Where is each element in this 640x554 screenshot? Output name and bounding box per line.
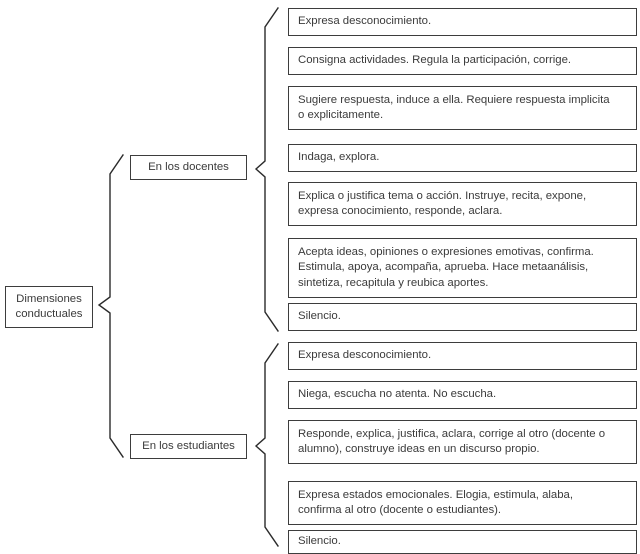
- leaf-docentes-1[interactable]: Expresa desconocimiento.: [288, 8, 637, 36]
- leaf-text: Expresa estados emocionales. Elogia, est…: [298, 488, 574, 516]
- leaf-estudiantes-5[interactable]: Silencio.: [288, 530, 637, 554]
- leaf-text: Indaga, explora.: [298, 151, 380, 164]
- leaf-docentes-2[interactable]: Consigna actividades. Regula la particip…: [288, 47, 637, 75]
- leaf-text: Consigna actividades. Regula la particip…: [298, 54, 572, 67]
- leaf-estudiantes-4[interactable]: Expresa estados emocionales. Elogia, est…: [288, 481, 637, 525]
- brace-root: [97, 154, 124, 458]
- leaf-estudiantes-1[interactable]: Expresa desconocimiento.: [288, 342, 637, 370]
- leaf-text: Expresa desconocimiento.: [298, 15, 432, 28]
- brace-docentes: [254, 7, 279, 332]
- node-en-los-docentes[interactable]: En los docentes: [130, 155, 247, 180]
- leaf-docentes-3[interactable]: Sugiere respuesta, induce a ella. Requie…: [288, 86, 637, 130]
- leaf-estudiantes-2[interactable]: Niega, escucha no atenta. No escucha.: [288, 381, 637, 409]
- leaf-text: Expresa desconocimiento.: [298, 349, 432, 362]
- leaf-text: Niega, escucha no atenta. No escucha.: [298, 388, 497, 401]
- node-dimensiones-conductuales[interactable]: Dimensiones conductuales: [5, 286, 93, 328]
- leaf-estudiantes-3[interactable]: Responde, explica, justifica, aclara, co…: [288, 420, 637, 464]
- leaf-docentes-5[interactable]: Explica o justifica tema o acción. Instr…: [288, 182, 637, 226]
- leaf-docentes-6[interactable]: Acepta ideas, opiniones o expresiones em…: [288, 238, 637, 298]
- leaf-text: Sugiere respuesta, induce a ella. Requie…: [298, 93, 610, 121]
- node-label: En los estudiantes: [142, 439, 235, 452]
- node-en-los-estudiantes[interactable]: En los estudiantes: [130, 434, 247, 459]
- node-label: En los docentes: [148, 160, 229, 173]
- leaf-text: Explica o justifica tema o acción. Instr…: [298, 189, 587, 217]
- leaf-docentes-7[interactable]: Silencio.: [288, 303, 637, 331]
- node-label: Dimensiones conductuales: [15, 292, 83, 320]
- leaf-docentes-4[interactable]: Indaga, explora.: [288, 144, 637, 172]
- leaf-text: Silencio.: [298, 310, 341, 323]
- leaf-text: Silencio.: [298, 535, 341, 548]
- leaf-text: Responde, explica, justifica, aclara, co…: [298, 427, 606, 455]
- brace-estudiantes: [254, 343, 279, 547]
- leaf-text: Acepta ideas, opiniones o expresiones em…: [298, 246, 594, 289]
